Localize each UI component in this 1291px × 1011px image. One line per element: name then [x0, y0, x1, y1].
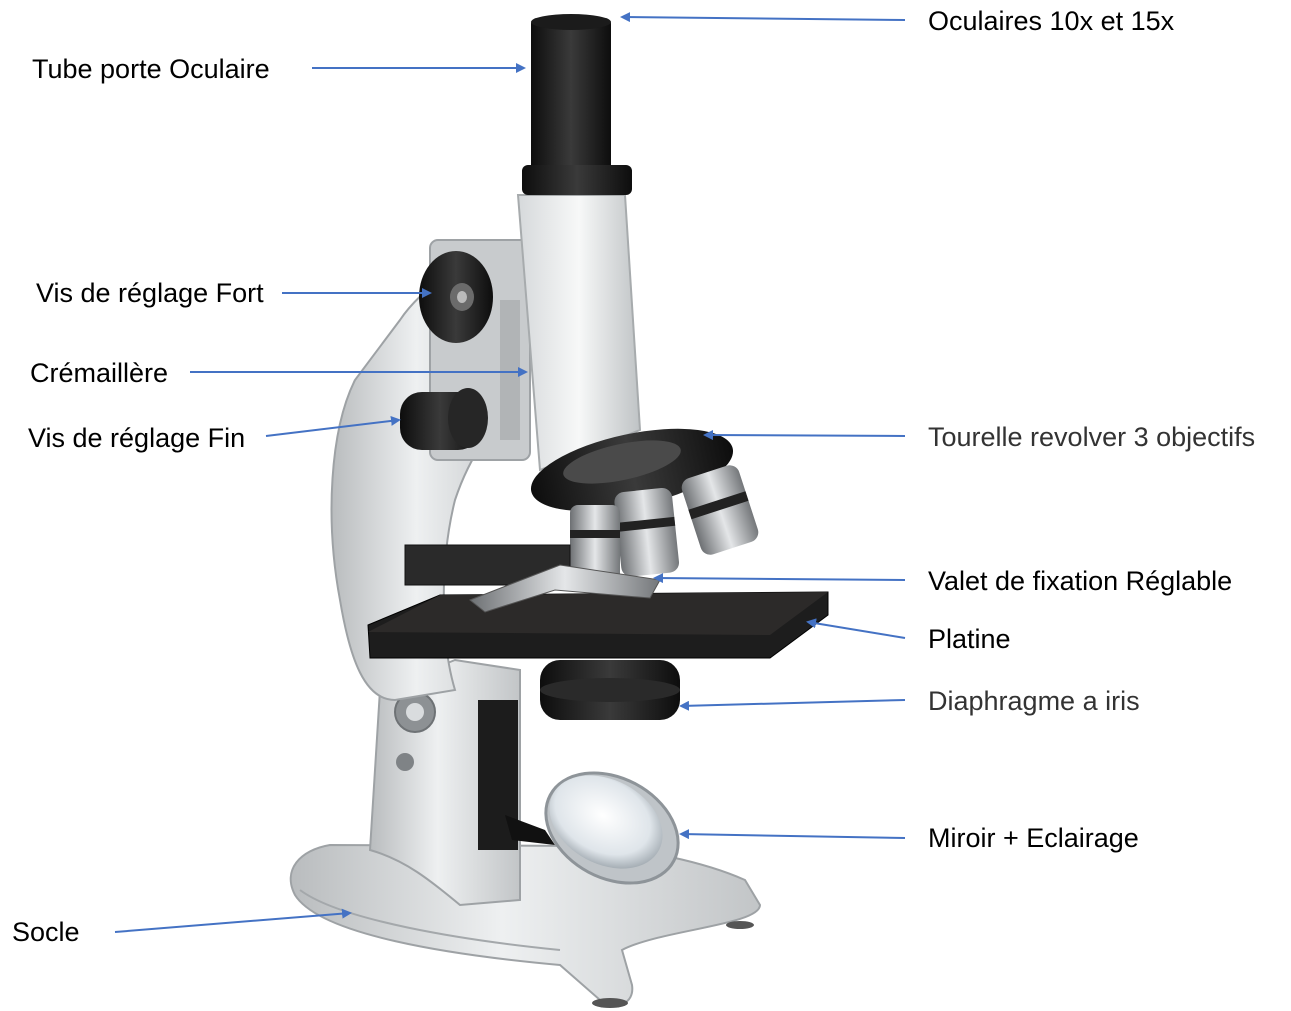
- main-tube-shape: [518, 195, 640, 470]
- label-valet-fixation: Valet de fixation Réglable: [928, 565, 1232, 597]
- diaphragm-shape: [540, 660, 680, 720]
- arrow-oculaires: [622, 17, 905, 20]
- eyepiece-shape: [522, 14, 632, 195]
- coarse-knob-shape: [419, 251, 493, 343]
- arrow-diaphragme: [681, 700, 905, 706]
- label-tube-porte-oculaire: Tube porte Oculaire: [32, 53, 270, 85]
- label-vis-reglage-fort: Vis de réglage Fort: [36, 277, 264, 309]
- arrow-valet: [655, 578, 905, 580]
- label-tourelle-revolver: Tourelle revolver 3 objectifs: [928, 421, 1255, 453]
- fine-knob-shape: [400, 388, 488, 450]
- arrow-tourelle: [705, 435, 905, 436]
- base-shape: [291, 845, 760, 1008]
- label-oculaires: Oculaires 10x et 15x: [928, 5, 1174, 37]
- rack-shape: [500, 300, 520, 440]
- label-diaphragme: Diaphragme a iris: [928, 685, 1140, 717]
- label-cremaillere: Crémaillère: [30, 357, 168, 389]
- label-miroir-eclairage: Miroir + Eclairage: [928, 822, 1139, 854]
- label-vis-reglage-fin: Vis de réglage Fin: [28, 422, 245, 454]
- arrow-socle: [115, 913, 350, 932]
- label-socle: Socle: [12, 916, 80, 948]
- arrow-miroir: [681, 834, 905, 838]
- label-platine: Platine: [928, 623, 1011, 655]
- arrow-platine: [808, 622, 905, 638]
